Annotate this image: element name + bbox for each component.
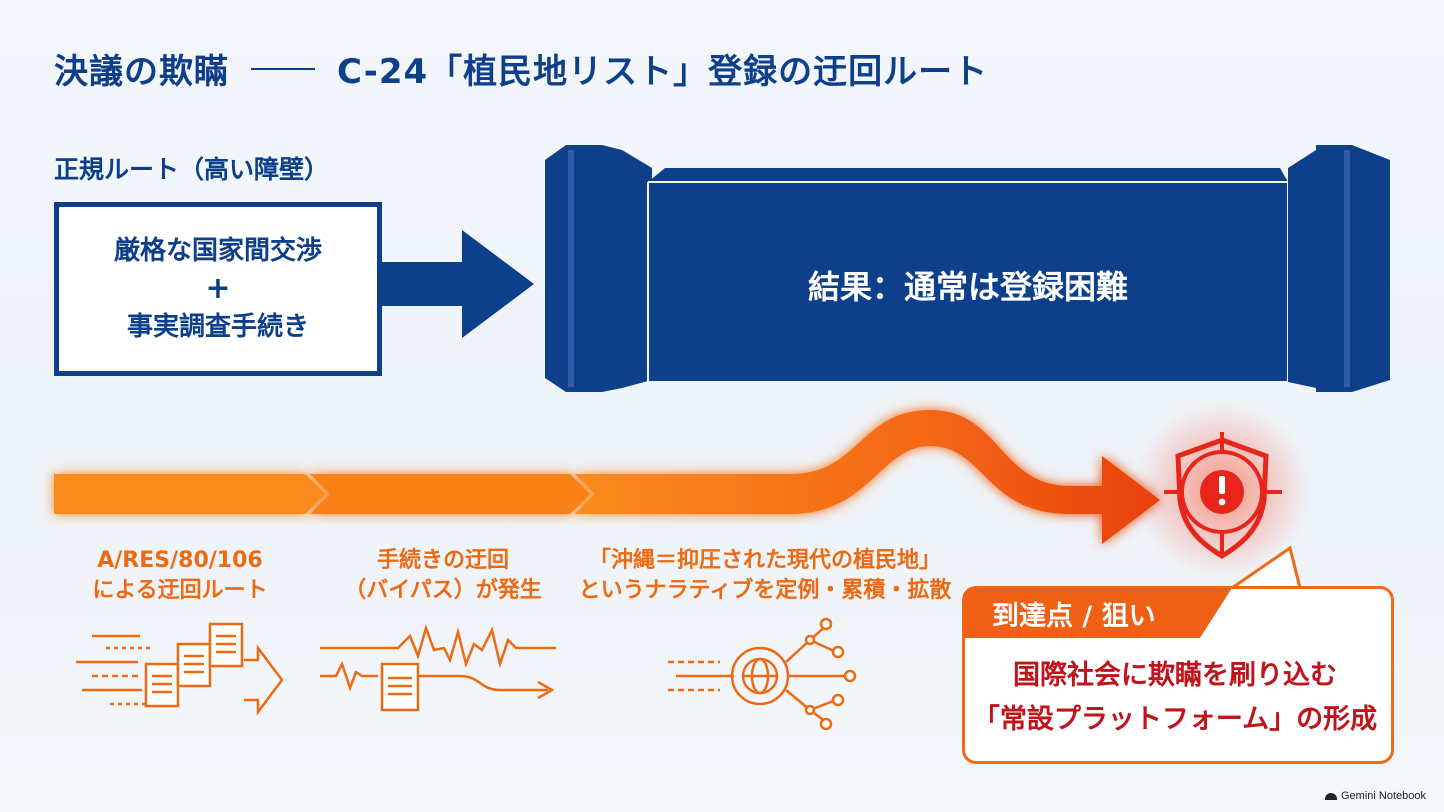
regular-route-box: 厳格な国家間交渉 + 事実調査手続き xyxy=(54,202,382,376)
barrier-wall xyxy=(545,145,1390,392)
documents-arrow-icon xyxy=(76,622,284,716)
title-right: C-24「植民地リスト」登録の迂回ルート xyxy=(337,52,989,92)
goal-text: 国際社会に欺瞞を刷り込む 「常設プラットフォーム」の形成 xyxy=(968,654,1382,742)
goal-line1: 国際社会に欺瞞を刷り込む xyxy=(1013,660,1337,691)
bypass-step-3: 「沖縄＝抑圧された現代の植民地」 というナラティブを定例・累積・拡散 xyxy=(572,546,958,606)
bypass-step-3-line2: というナラティブを定例・累積・拡散 xyxy=(578,578,952,603)
regular-route-label: 正規ルート（高い障壁） xyxy=(54,155,330,184)
brand-logo-icon xyxy=(1325,792,1337,800)
bypass-step-1: A/RES/80/106 による迂回ルート xyxy=(60,546,300,606)
globe-network-icon xyxy=(668,617,857,731)
page-title: 決議の欺瞞 C-24「植民地リスト」登録の迂回ルート xyxy=(54,44,988,93)
bypass-step-2-line1: 手続きの迂回 xyxy=(376,548,509,573)
brand-footer: Gemini Notebook xyxy=(1325,790,1426,802)
barrier-result-text: 結果：通常は登録困難 xyxy=(807,268,1128,306)
regular-route-arrow xyxy=(378,230,534,338)
brand-name: Gemini Notebook xyxy=(1341,790,1426,802)
regular-route-plus: + xyxy=(205,271,231,306)
bypass-step-3-line1: 「沖縄＝抑圧された現代の植民地」 xyxy=(588,548,941,573)
regular-route-line1: 厳格な国家間交渉 xyxy=(113,236,322,266)
goal-line2: 「常設プラットフォーム」の形成 xyxy=(972,704,1378,735)
bypass-step-2: 手続きの迂回 （バイパス）が発生 xyxy=(318,546,568,606)
bypass-arrow xyxy=(54,410,1160,544)
bypass-step-1-line2: による迂回ルート xyxy=(92,578,268,603)
title-dash xyxy=(251,67,315,70)
bypass-step-1-line1: A/RES/80/106 xyxy=(97,548,263,573)
document-waveform-icon xyxy=(320,623,556,712)
bypass-step-2-line2: （バイパス）が発生 xyxy=(344,578,542,603)
title-left: 決議の欺瞞 xyxy=(54,52,229,92)
regular-route-line2: 事実調査手続き xyxy=(126,312,309,342)
target-shield-warning-icon xyxy=(1134,402,1310,578)
goal-tag: 到達点 / 狙い xyxy=(964,588,1232,638)
